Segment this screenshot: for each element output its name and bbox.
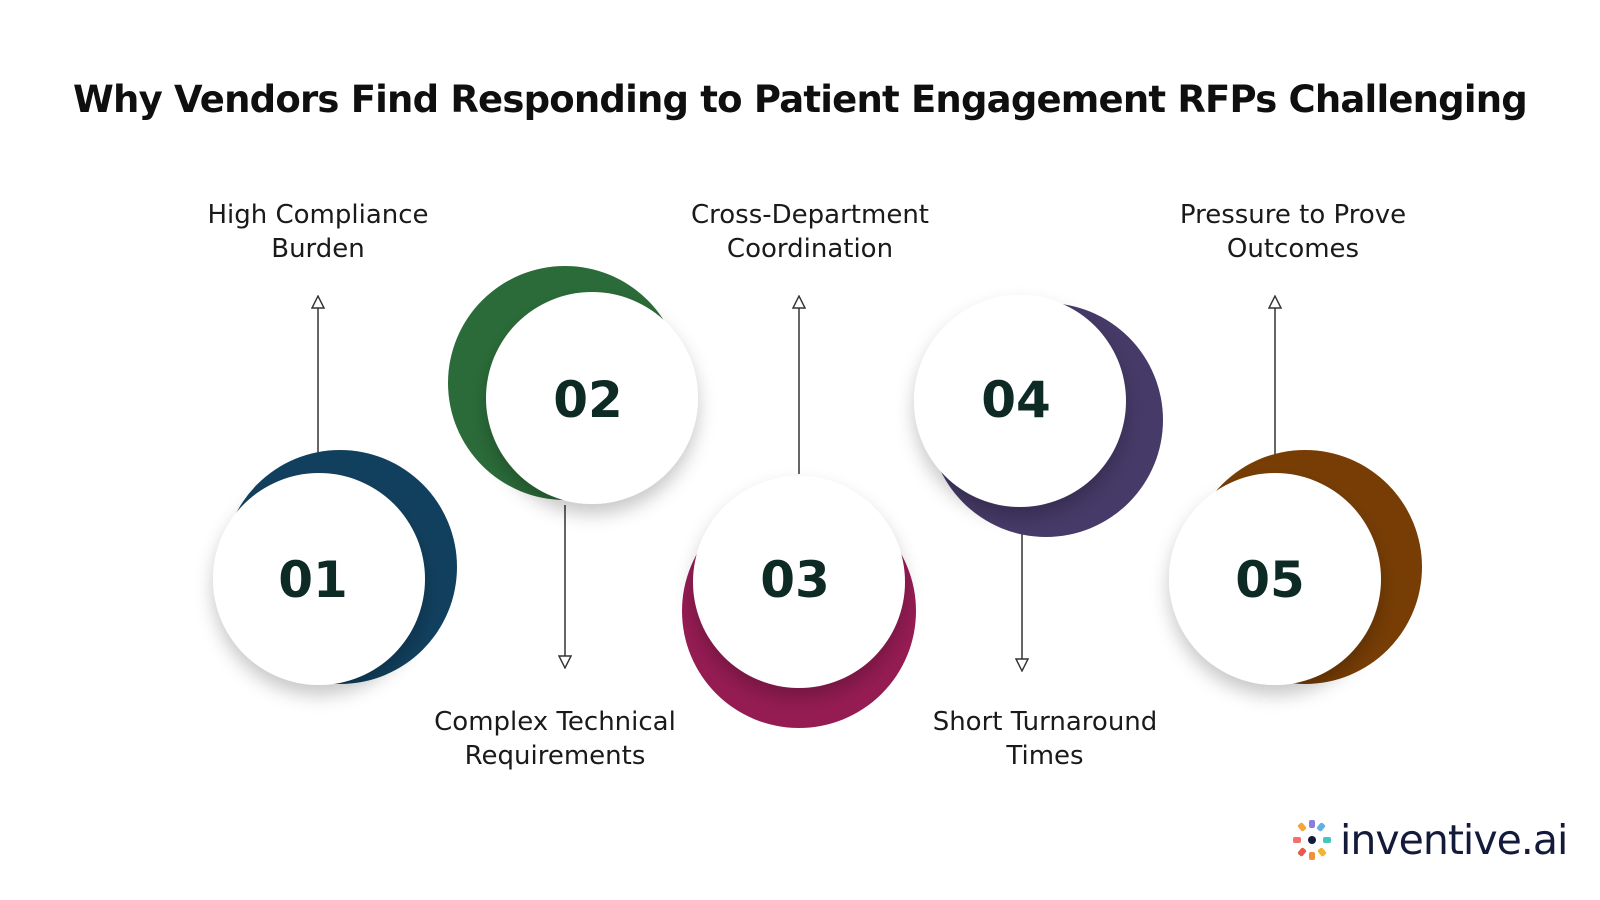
step-02-label: Complex Technical Requirements xyxy=(405,705,705,773)
step-02-label-line2: Requirements xyxy=(464,741,646,771)
step-01-label: High Compliance Burden xyxy=(168,198,468,266)
step-05-label-line1: Pressure to Prove xyxy=(1179,200,1407,230)
step-01-number: 01 xyxy=(278,551,348,609)
step-02-disc xyxy=(486,292,698,504)
step-02: 02 xyxy=(448,266,698,662)
step-02-label-line1: Complex Technical xyxy=(434,707,676,737)
inventive-logo: inventive.ai xyxy=(1290,815,1568,865)
step-04: 04 xyxy=(914,295,1163,665)
step-05-disc xyxy=(1169,473,1381,685)
step-01-label-line2: Burden xyxy=(271,234,365,264)
step-01-disc xyxy=(213,473,425,685)
step-03-label: Cross-Department Coordination xyxy=(660,198,960,266)
step-04-number: 04 xyxy=(981,371,1051,429)
step-01-label-line1: High Compliance xyxy=(207,200,429,230)
step-04-label-line1: Short Turnaround xyxy=(932,707,1158,737)
step-04-disc xyxy=(914,295,1126,507)
step-03-label-line1: Cross-Department xyxy=(691,200,929,230)
step-05-label-line2: Outcomes xyxy=(1226,234,1360,264)
step-02-number: 02 xyxy=(553,371,623,429)
logo-text: inventive.ai xyxy=(1340,815,1568,864)
step-05: 05 xyxy=(1169,302,1422,685)
step-03-number: 03 xyxy=(760,551,830,609)
step-05-label: Pressure to Prove Outcomes xyxy=(1143,198,1443,266)
inventive-logo-icon xyxy=(1293,820,1331,860)
step-04-label: Short Turnaround Times xyxy=(895,705,1195,773)
step-03-disc xyxy=(693,476,905,688)
step-04-label-line2: Times xyxy=(1006,741,1084,771)
page-title: Why Vendors Find Responding to Patient E… xyxy=(73,78,1528,121)
step-03-label-line2: Coordination xyxy=(726,234,894,264)
step-05-number: 05 xyxy=(1235,551,1305,609)
step-01: 01 xyxy=(213,302,457,685)
step-03: 03 xyxy=(682,302,916,728)
